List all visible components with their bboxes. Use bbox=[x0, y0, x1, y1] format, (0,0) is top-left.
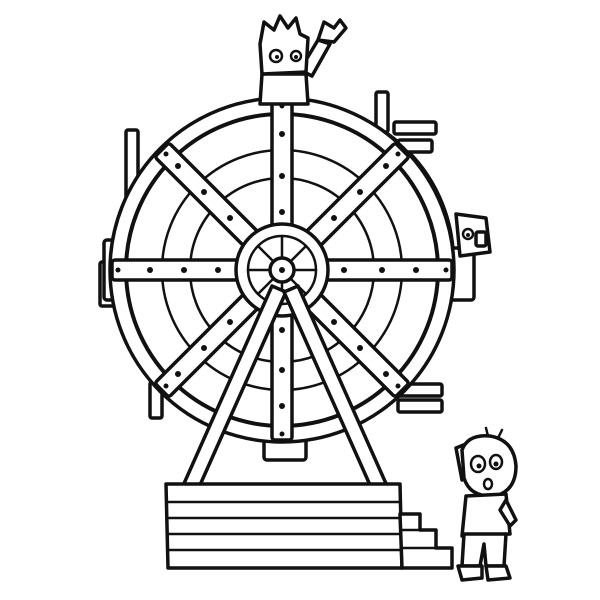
base-platform bbox=[164, 482, 454, 570]
child-top-waving bbox=[258, 14, 348, 106]
child-standing-body bbox=[460, 492, 512, 538]
child-standing bbox=[454, 426, 518, 582]
child-right-seat bbox=[454, 212, 492, 258]
child-top-head bbox=[258, 14, 310, 76]
steps bbox=[398, 512, 454, 570]
spoke-bolts bbox=[115, 103, 449, 437]
wheel bbox=[108, 96, 456, 444]
